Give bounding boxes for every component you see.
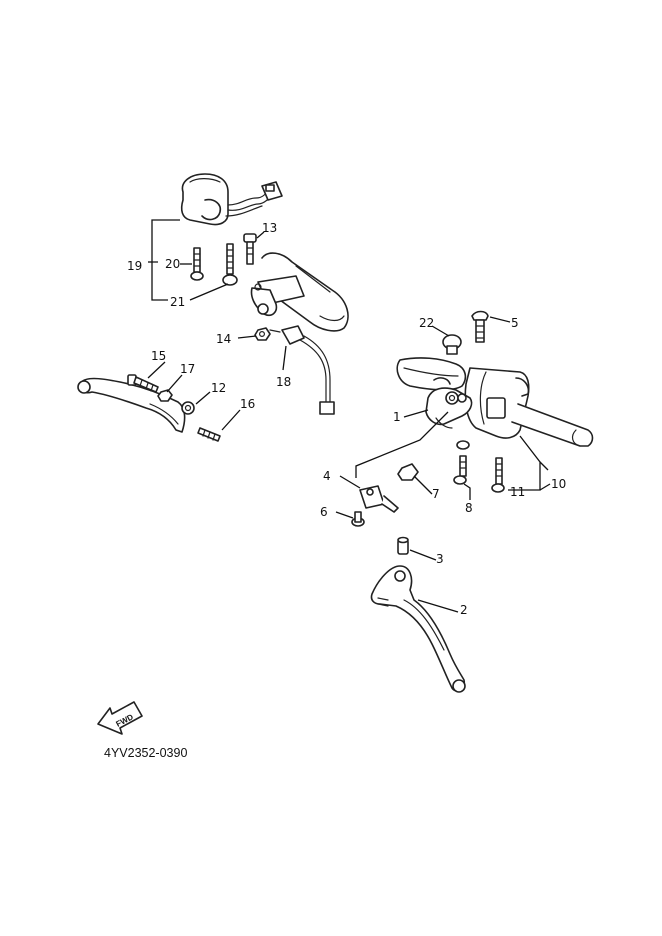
callout-20: 20 [165,257,180,271]
cap-22 [442,334,462,355]
bolt-15 [127,374,159,393]
screw-11 [491,457,505,493]
clutch-lever [77,377,195,433]
callout-6: 6 [320,505,328,519]
callout-14: 14 [216,332,231,346]
drawing-code: 4YV2352-0390 [104,746,187,760]
nut-17 [157,389,173,402]
callout-11: 11 [510,485,525,499]
washer-8 [453,440,470,485]
callout-8: 8 [465,501,473,515]
callout-10: 10 [551,477,566,491]
nut-7 [397,463,419,481]
screw-6 [351,511,365,527]
callout-7: 7 [432,487,440,501]
clutch-switch-18 [269,325,335,415]
callout-15: 15 [151,349,166,363]
left-handlebar-switch [180,173,283,226]
pivot-3 [397,536,409,555]
callout-3: 3 [436,552,444,566]
master-cylinder-outline [396,357,467,391]
callout-18: 18 [276,375,291,389]
callout-22: 22 [419,316,434,330]
callout-21: 21 [170,295,185,309]
callout-13: 13 [262,221,277,235]
callout-2: 2 [460,603,468,617]
front-brake-master-body-1 [425,377,473,429]
brake-switch-4 [359,485,399,513]
bolt-13 [243,233,257,265]
clutch-lever-holder [250,252,349,332]
leader-lines [147,219,551,613]
callout-17: 17 [180,362,195,376]
callout-4: 4 [323,469,331,483]
pin-16 [197,427,221,442]
brake-lever-2 [370,565,466,693]
screw-5 [471,310,489,343]
nut-14 [254,327,271,341]
callout-5: 5 [511,316,519,330]
callout-16: 16 [240,397,255,411]
screw-21 [222,243,238,286]
callout-12: 12 [211,381,226,395]
screw-20 [190,247,204,281]
callout-19: 19 [127,259,142,273]
callout-1: 1 [393,410,401,424]
right-handlebar-switch [464,367,594,447]
fwd-arrow-icon: FWD [97,701,143,735]
callout-labels: 19 20 21 13 14 18 15 17 12 16 22 5 1 4 6… [127,221,566,617]
